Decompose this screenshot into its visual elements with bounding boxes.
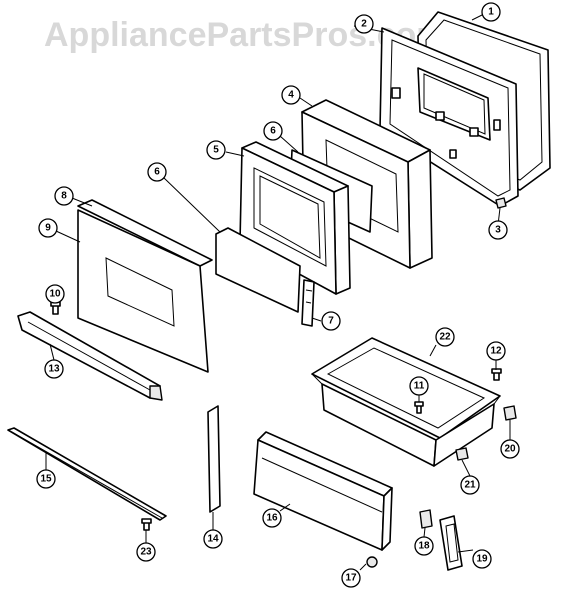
clip-part-3 xyxy=(495,197,507,209)
callout-label: 4 xyxy=(288,90,294,101)
glide-pad-part xyxy=(439,515,463,571)
door-handle-part xyxy=(17,311,163,401)
callout-2: 2 xyxy=(354,14,374,34)
callout-label: 18 xyxy=(418,541,430,552)
callout-label: 3 xyxy=(495,225,501,236)
callout-3: 3 xyxy=(488,220,508,240)
callout-label: 19 xyxy=(476,554,488,565)
drawer-rail-part xyxy=(7,427,167,521)
callout-label: 7 xyxy=(328,316,334,327)
bracket-part-21 xyxy=(455,447,469,461)
screw-part-12 xyxy=(491,368,502,381)
callout-label: 10 xyxy=(49,289,61,300)
callout-label: 8 xyxy=(61,191,67,202)
grommet-part-17 xyxy=(366,556,378,568)
callout-11: 11 xyxy=(409,376,429,396)
drawer-pan-part xyxy=(311,337,501,467)
callout-4: 4 xyxy=(281,85,301,105)
insert-part-18 xyxy=(419,509,433,529)
callout-9: 9 xyxy=(38,218,58,238)
callout-21: 21 xyxy=(460,475,480,495)
callout-label: 2 xyxy=(361,19,367,30)
callout-10: 10 xyxy=(45,284,65,304)
callout-17: 17 xyxy=(341,568,361,588)
callout-8: 8 xyxy=(54,186,74,206)
callout-7: 7 xyxy=(321,311,341,331)
door-frame-part xyxy=(239,141,351,295)
door-glass-part-lower xyxy=(215,227,301,313)
callout-19: 19 xyxy=(472,549,492,569)
callout-label: 21 xyxy=(464,480,476,491)
callout-label: 15 xyxy=(40,474,52,485)
callout-label: 9 xyxy=(45,223,51,234)
callout-6-upper: 6 xyxy=(263,121,283,141)
callout-label: 1 xyxy=(488,7,494,18)
callout-1: 1 xyxy=(481,2,501,22)
callout-16: 16 xyxy=(262,508,282,528)
hinge-bracket-part xyxy=(301,279,315,327)
inner-door-panel-part xyxy=(379,27,519,207)
callout-label: 14 xyxy=(207,534,219,545)
callout-label: 5 xyxy=(213,145,219,156)
callout-label: 20 xyxy=(504,444,516,455)
callout-label: 6 xyxy=(154,167,160,178)
screw-part-23 xyxy=(141,518,152,531)
callout-label: 16 xyxy=(266,513,278,524)
callout-label: 13 xyxy=(48,364,60,375)
callout-label: 23 xyxy=(140,547,152,558)
drawer-front-part xyxy=(253,431,393,551)
leader-lines xyxy=(45,14,511,571)
callout-label: 22 xyxy=(439,332,451,343)
callout-20: 20 xyxy=(500,439,520,459)
outer-door-panel-part xyxy=(77,209,209,373)
callout-13: 13 xyxy=(44,359,64,379)
callout-label: 17 xyxy=(345,573,357,584)
callout-12: 12 xyxy=(486,341,506,361)
callout-label: 11 xyxy=(414,381,425,392)
screw-part-11 xyxy=(414,401,424,414)
callout-5: 5 xyxy=(206,140,226,160)
watermark-text: AppliancePartsPros.com xyxy=(44,16,446,54)
callout-label: 6 xyxy=(270,126,276,137)
callout-6-lower: 6 xyxy=(147,162,167,182)
door-trim-part xyxy=(77,199,213,267)
screw-part-10 xyxy=(50,301,61,315)
callout-23: 23 xyxy=(136,542,156,562)
callout-label: 12 xyxy=(490,346,502,357)
side-trim-part xyxy=(207,405,221,513)
callout-15: 15 xyxy=(36,469,56,489)
callout-14: 14 xyxy=(203,529,223,549)
roller-part-20 xyxy=(503,405,517,421)
callout-18: 18 xyxy=(414,536,434,556)
callout-22: 22 xyxy=(435,327,455,347)
